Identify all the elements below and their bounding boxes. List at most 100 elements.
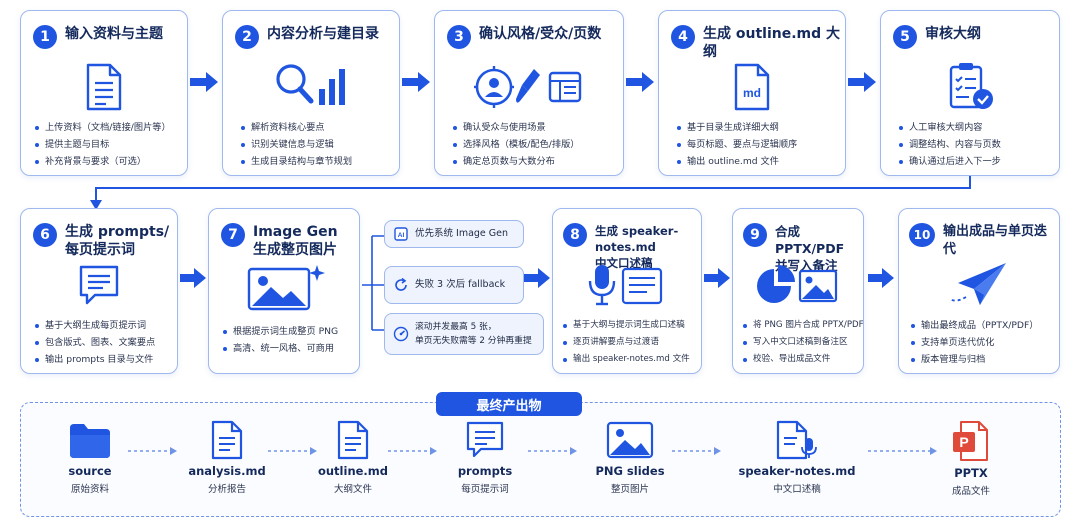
step-bullets: 解析资料核心要点 识别关键信息与逻辑 生成目录结构与章节规划 — [241, 119, 391, 170]
option-concurrency: 滚动并发最高 5 张， 单页无失败需等 2 分钟再重提 — [384, 313, 544, 355]
option-text: 滚动并发最高 5 张， 单页无失败需等 2 分钟再重提 — [415, 322, 532, 346]
flow-arrow — [524, 268, 550, 288]
step-number: 2 — [235, 25, 259, 49]
product-name: source — [68, 464, 112, 478]
product-speaker-notes: speaker-notes.md 中文口述稿 — [732, 420, 862, 495]
flow-arrow — [402, 72, 430, 92]
step-card-7: 7 Image Gen 生成整页图片 根据提示词生成整页 PNG 高清、统一风格、… — [208, 208, 360, 374]
pptx-file-icon: P — [953, 421, 988, 461]
step-title: 生成 outline.md 大纲 — [703, 26, 841, 60]
product-name: prompts — [457, 464, 513, 478]
step-bullets: 根据提示词生成整页 PNG 高清、统一风格、可商用 — [223, 323, 351, 357]
product-name: PNG slides — [595, 464, 665, 478]
step-number: 4 — [671, 25, 695, 49]
step-title: 生成 prompts/ 每页提示词 — [65, 224, 170, 258]
bullet-item: 逐页讲解要点与过渡语 — [563, 334, 693, 351]
dashed-arrow — [868, 447, 937, 455]
step-number: 7 — [221, 223, 245, 247]
product-name: speaker-notes.md — [738, 464, 856, 478]
step-card-4: 4 生成 outline.md 大纲 md 基于目录生成详细大纲 每页标题、要点与… — [658, 10, 846, 176]
bullet-item: 将 PNG 图片合成 PPTX/PDF — [743, 317, 864, 334]
product-desc: 大纲文件 — [333, 484, 372, 495]
dashed-arrow — [388, 447, 437, 455]
bullet-item: 调整结构、内容与页数 — [899, 136, 1051, 153]
product-outline: outline.md 大纲文件 — [288, 420, 418, 495]
gauge-icon — [393, 326, 409, 342]
option-fallback: 失败 3 次后 fallback — [384, 266, 524, 304]
step-number: 10 — [909, 223, 935, 247]
prompt-icon — [466, 421, 504, 458]
row-connector-arrow — [90, 176, 971, 210]
mic-notes-icon — [553, 263, 701, 309]
svg-text:AI: AI — [398, 232, 405, 239]
product-analysis: analysis.md 分析报告 — [162, 420, 292, 495]
flow-arrow — [180, 268, 206, 288]
folder-icon — [70, 424, 110, 458]
audience-style-icon — [435, 65, 623, 109]
step-bullets: 基于大纲生成每页提示词 包含版式、图表、文案要点 输出 prompts 目录与文… — [35, 317, 169, 368]
step-bullets: 确认受众与使用场景 选择风格（模板/配色/排版） 确定总页数与大数分布 — [453, 119, 615, 170]
product-pptx: P PPTX 成品文件 — [906, 420, 1036, 497]
flow-arrow — [626, 72, 654, 92]
document-icon — [21, 63, 187, 111]
product-name: analysis.md — [188, 464, 266, 478]
bullet-item: 每页标题、要点与逻辑顺序 — [677, 136, 837, 153]
final-output-title: 最终产出物 — [436, 392, 582, 416]
step-number: 5 — [893, 25, 917, 49]
step-title: 审核大纲 — [925, 26, 981, 42]
step-title: Image Gen 生成整页图片 — [253, 224, 338, 258]
bullet-item: 输出最终成品（PPTX/PDF） — [911, 317, 1051, 334]
bullet-item: 支持单页迭代优化 — [911, 334, 1051, 351]
flow-arrow — [868, 268, 894, 288]
bullet-item: 基于大纲生成每页提示词 — [35, 317, 169, 334]
step-bullets: 基于大纲与提示词生成口述稿 逐页讲解要点与过渡语 输出 speaker-note… — [563, 317, 693, 368]
document-icon — [337, 420, 369, 460]
step-bullets: 输出最终成品（PPTX/PDF） 支持单页迭代优化 版本管理与归档 — [911, 317, 1051, 368]
ai-chip-icon: AI — [394, 227, 408, 241]
dashed-arrow — [528, 447, 577, 455]
step-bullets: 将 PNG 图片合成 PPTX/PDF 写入中文口述稿到备注区 校验、导出成品文… — [743, 317, 864, 368]
bullet-item: 基于目录生成详细大纲 — [677, 119, 837, 136]
step-number: 1 — [33, 25, 57, 49]
bullet-item: 生成目录结构与章节规划 — [241, 153, 391, 170]
bullet-item: 版本管理与归档 — [911, 351, 1051, 368]
product-desc: 每页提示词 — [461, 484, 509, 495]
step-number: 3 — [447, 25, 471, 49]
search-chart-icon — [223, 61, 399, 109]
product-desc: 整页图片 — [610, 484, 649, 495]
step-bullets: 基于目录生成详细大纲 每页标题、要点与逻辑顺序 输出 outline.md 文件 — [677, 119, 837, 170]
product-prompts: prompts 每页提示词 — [420, 420, 550, 495]
product-desc: 分析报告 — [207, 484, 246, 495]
dashed-arrow — [268, 447, 317, 455]
flow-arrow — [190, 72, 218, 92]
bullet-item: 校验、导出成品文件 — [743, 351, 855, 368]
step-title: 内容分析与建目录 — [267, 26, 379, 42]
product-source: source 原始资料 — [25, 420, 155, 495]
bullet-item: 输出 prompts 目录与文件 — [35, 351, 169, 368]
bullet-item: 根据提示词生成整页 PNG — [223, 323, 351, 340]
svg-text:md: md — [743, 86, 761, 100]
bullet-item: 解析资料核心要点 — [241, 119, 391, 136]
product-desc: 成品文件 — [951, 486, 990, 497]
document-icon — [211, 420, 243, 460]
bullet-item: 选择风格（模板/配色/排版） — [453, 136, 615, 153]
bullet-item: 确认通过后进入下一步 — [899, 153, 1051, 170]
checklist-icon — [881, 61, 1059, 111]
mic-notes-icon — [776, 420, 817, 460]
product-name: PPTX — [954, 466, 988, 480]
step-card-2: 2 内容分析与建目录 解析资料核心要点 识别关键信息与逻辑 生成目录结构与章节规划 — [222, 10, 400, 176]
bullet-item: 输出 outline.md 文件 — [677, 153, 837, 170]
option-text: 优先系统 Image Gen — [415, 228, 509, 239]
step-title: 生成 speaker-notes.md 中文口述稿 — [595, 224, 679, 270]
bullet-item: 高清、统一风格、可商用 — [223, 340, 351, 357]
product-name: outline.md — [317, 464, 389, 478]
bullet-item: 补充背景与要求（可选） — [35, 153, 179, 170]
bullet-item: 确定总页数与大数分布 — [453, 153, 615, 170]
bullet-item: 提供主题与目标 — [35, 136, 179, 153]
final-output-panel — [20, 402, 1061, 517]
